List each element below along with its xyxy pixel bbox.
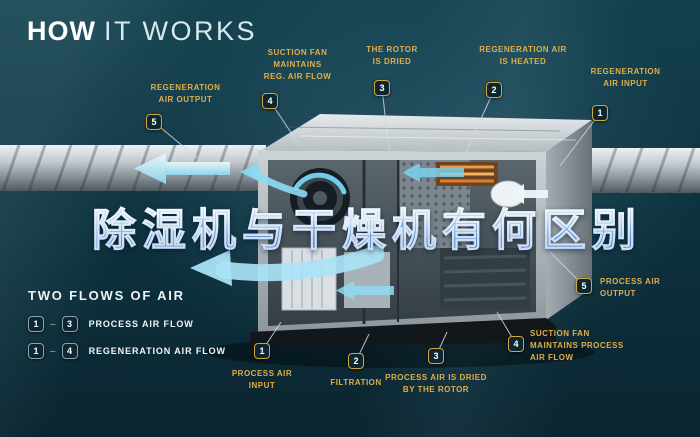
badge-2: 2 [348,353,364,369]
legend-dash: – [50,345,56,357]
lower-grille [440,248,530,310]
rotor-air-arrow [402,163,464,182]
legend-label-regeneration: REGENERATION AIR FLOW [88,346,226,356]
regeneration-air-input-arrow [508,184,548,204]
badge-5: 5 [576,278,592,294]
legend-dash: – [50,318,56,330]
suction-fan [290,168,350,228]
legend-label-process: PROCESS AIR FLOW [88,319,194,329]
machine-base [250,318,556,348]
callout-label: REGENERATION AIR INPUT [590,67,661,88]
legend-badge-3: 3 [61,316,78,332]
watermark-text: 除湿机与干燥机有何区别 [92,194,642,258]
badge-2: 2 [486,82,502,98]
badge-1: 1 [592,105,608,121]
callout-label: PROCESS AIR OUTPUT [600,277,661,298]
callout-label: REGENERATION AIR IS HEATED [479,45,567,66]
legend-two-flows: TWO FLOWS OF AIR 1 – 3 PROCESS AIR FLOW … [28,288,226,370]
badge-4: 4 [508,336,524,352]
callout-label: SUCTION FAN MAINTAINS PROCESS AIR FLOW [530,329,624,362]
legend-row-process-air: 1 – 3 PROCESS AIR FLOW [28,316,226,332]
process-air-swoosh [190,245,385,286]
legend-row-regeneration-air: 1 – 4 REGENERATION AIR FLOW [28,343,226,359]
badge-5: 5 [146,114,162,130]
legend-badge-4: 4 [61,343,78,359]
legend-heading: TWO FLOWS OF AIR [28,288,185,303]
filter-air-arrow [336,281,394,300]
badge-3: 3 [428,348,444,364]
badge-1: 1 [254,343,270,359]
badge-3: 3 [374,80,390,96]
badge-4: 4 [262,93,278,109]
title-strong: HOW [27,16,96,46]
callout-label: FILTRATION [330,378,382,387]
regeneration-air-output-arrow [134,153,230,184]
callout-label: THE ROTOR IS DRIED [366,45,418,66]
legend-badge-1: 1 [28,343,44,359]
fan-to-duct-arrow [240,162,308,198]
title-rest: IT WORKS [103,16,257,46]
callout-label: SUCTION FAN MAINTAINS REG. AIR FLOW [263,48,332,81]
legend-badge-1: 1 [28,316,44,332]
callout-label: PROCESS AIR IS DRIED BY THE ROTOR [385,373,487,394]
callout-label: REGENERATION AIR OUTPUT [150,83,221,104]
callout-label: PROCESS AIR INPUT [231,369,293,390]
